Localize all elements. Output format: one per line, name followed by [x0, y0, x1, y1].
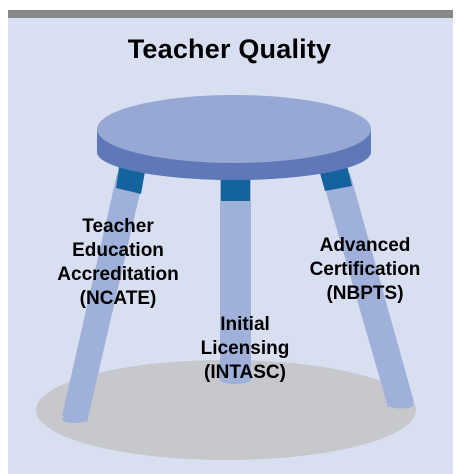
floor-shadow — [36, 360, 416, 460]
left-leg — [62, 174, 143, 422]
right-leg-label: Advanced Certification (NBPTS) — [280, 234, 450, 306]
right-leg-label-line: (NBPTS) — [326, 283, 404, 304]
center-leg-label-line: (INTASC) — [204, 362, 286, 383]
left-leg-label-line: Teacher — [82, 216, 154, 237]
diagram-title: Teacher Quality — [127, 34, 332, 64]
panel-top-border — [8, 10, 453, 18]
left-leg-label-line: Education — [72, 240, 164, 261]
center-leg-label-line: Licensing — [200, 338, 290, 359]
right-leg — [322, 173, 414, 407]
center-leg-label-line: Initial — [220, 314, 270, 335]
center-leg — [220, 180, 251, 380]
right-leg-label-line: Advanced — [319, 235, 411, 256]
left-leg-label-line: Accreditation — [57, 264, 179, 285]
center-leg-foot — [220, 376, 251, 384]
left-leg-label: Teacher Education Accreditation (NCATE) — [38, 215, 198, 311]
right-leg-foot — [388, 400, 414, 409]
left-leg-foot — [62, 415, 87, 423]
right-leg-label-line: Certification — [309, 259, 421, 280]
center-leg-label: Initial Licensing (INTASC) — [185, 313, 305, 385]
seat-top — [97, 95, 371, 163]
left-leg-label-line: (NCATE) — [79, 288, 157, 309]
center-leg-collar — [221, 178, 250, 201]
